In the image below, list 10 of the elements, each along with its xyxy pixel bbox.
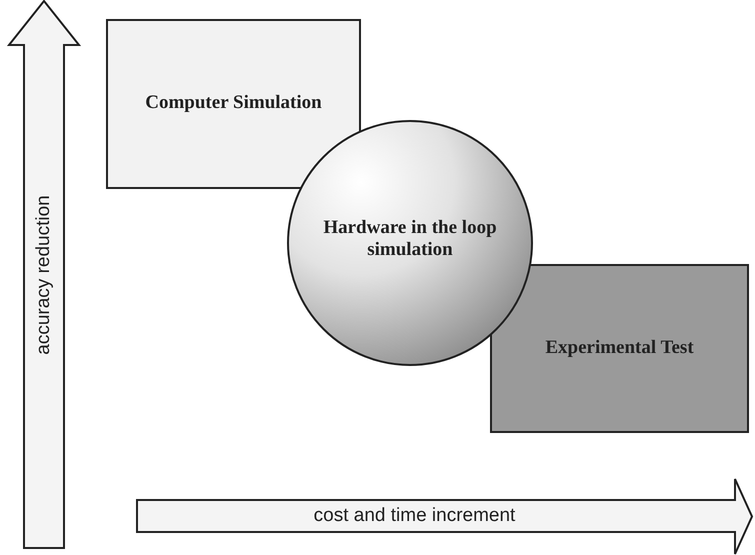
node-label: accuracy reduction <box>33 194 55 357</box>
process-circle <box>287 120 533 366</box>
block-arrow <box>136 478 753 555</box>
process-box <box>490 264 749 433</box>
node-label: Computer Simulation <box>144 92 323 114</box>
node-label: Hardware in the loop simulation <box>322 217 498 261</box>
node-label: cost and time increment <box>312 504 516 526</box>
process-box <box>106 19 361 189</box>
block-arrow <box>8 0 80 549</box>
node-label: Experimental Test <box>544 336 695 358</box>
